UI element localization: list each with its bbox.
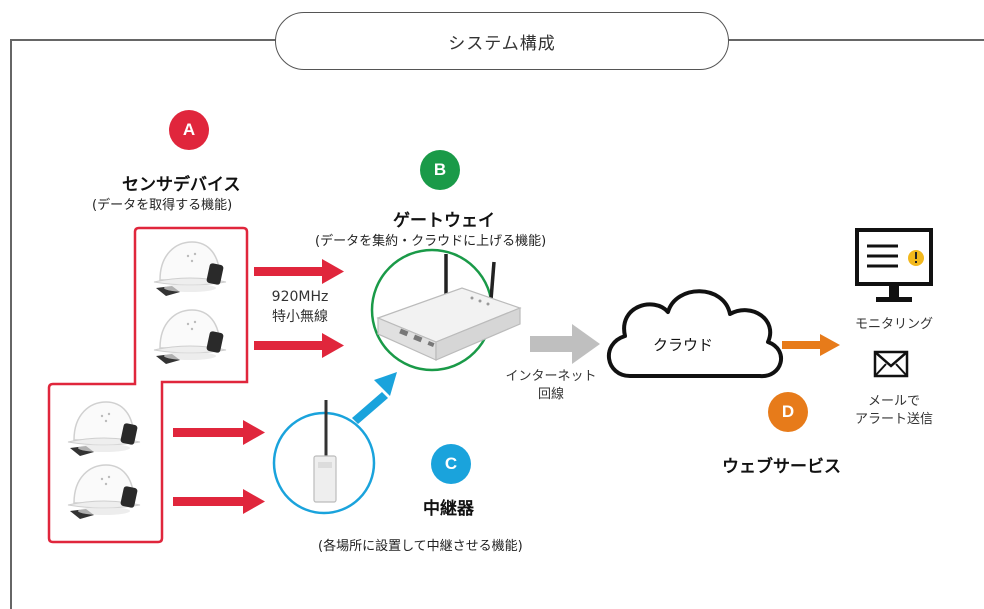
orange-arrow [782,334,840,356]
radio-label: 920MHz 特小無線 [258,287,342,327]
mail-label: メールで アラート送信 [838,393,950,429]
internet-arrow [530,324,600,364]
blue-arrow [352,372,397,424]
badge-d: D [768,392,808,432]
badge-a: A [169,110,209,150]
radio-label-line1: 920MHz [271,289,329,305]
internet-label-line2: 回線 [537,387,564,402]
web-title: ウェブサービス [722,457,841,477]
frame-left-line [10,39,12,609]
helmet-icon [153,241,227,297]
radio-label-line2: 特小無線 [272,309,328,325]
mail-label-line1: メールで [867,394,920,409]
badge-b: B [420,150,460,190]
diagram-title-text: システム構成 [448,33,556,54]
badge-a-letter: A [182,120,196,139]
gateway-subtitle: (データを集約・クラウドに上げる機能) [315,234,547,249]
red-arrow [173,489,265,514]
repeater-subtitle: (各場所に設置して中継させる機能) [318,539,523,554]
helmet-icon [67,401,141,457]
helmet-icon [153,309,227,365]
repeater-circle [272,411,376,515]
badge-b-letter: B [433,160,447,179]
router-icon [376,254,522,361]
internet-label: インターネット 回線 [494,368,608,404]
badge-c: C [431,444,471,484]
cloud-icon [607,289,783,379]
frame-top-left-line [10,39,276,41]
mail-label-line2: アラート送信 [854,412,933,427]
internet-label-line1: インターネット [505,369,597,384]
repeater-title: 中継器 [423,499,474,519]
red-arrow [173,420,265,445]
sensor-subtitle: (データを取得する機能) [92,198,233,213]
helmet-icon [67,464,141,520]
envelope-icon [873,350,909,378]
repeater-icon [313,400,337,503]
sensor-title: センサデバイス [122,175,241,195]
badge-d-letter: D [781,402,795,421]
red-arrow [254,333,344,358]
diagram-title: システム構成 [275,12,729,70]
badge-c-letter: C [444,454,458,473]
sensor-group-outline [47,226,249,544]
monitoring-label: モニタリング [854,317,933,332]
frame-top-right-line [726,39,984,41]
gateway-title: ゲートウェイ [393,211,495,231]
monitor-alert-icon [855,228,933,302]
cloud-label: クラウド [653,336,714,354]
red-arrow [254,259,344,284]
